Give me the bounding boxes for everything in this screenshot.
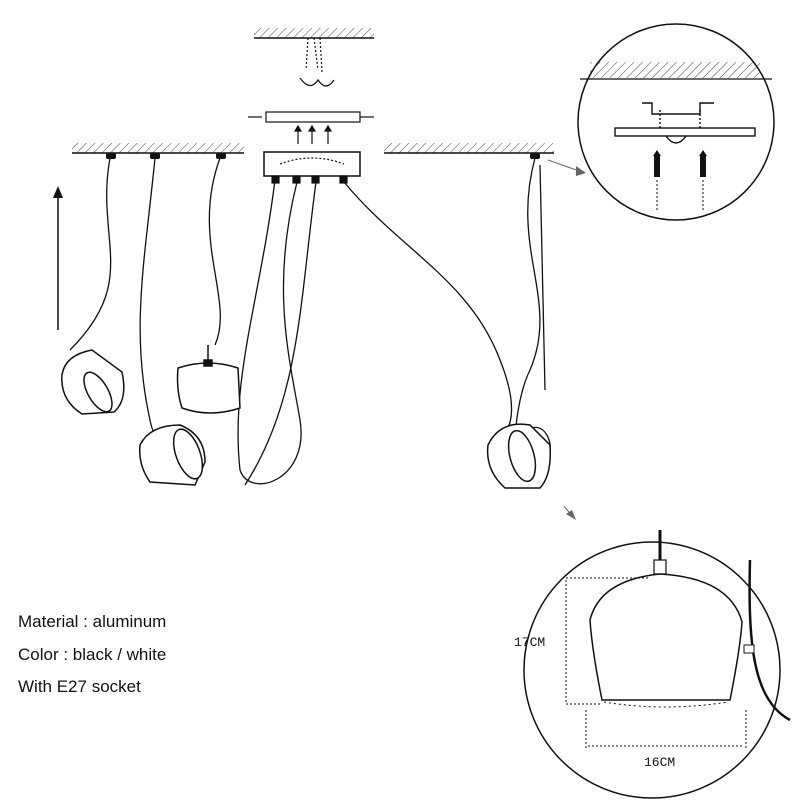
material-spec: Material : aluminum: [18, 612, 167, 631]
lamp-shade-1: [61, 349, 125, 415]
ceiling-left: [72, 143, 244, 154]
suspension-cables: [69, 157, 551, 486]
shade-detail-circle: 17CM 16CM: [514, 505, 791, 799]
lamp-shade-2: [176, 345, 241, 414]
lamp-shade-3: [138, 424, 206, 486]
height-dimension-label: 17CM: [514, 635, 545, 650]
socket-spec: With E27 socket: [18, 677, 141, 696]
width-dimension-label: 16CM: [644, 755, 675, 770]
ceiling-right: [384, 143, 554, 154]
ceiling-cups: [106, 153, 540, 159]
up-arrow-icon: [53, 186, 63, 330]
ceiling-top: [254, 28, 374, 39]
lamp-shade-4: [486, 423, 552, 489]
mounting-hardware: [248, 37, 374, 184]
mount-detail-circle: [547, 23, 775, 221]
color-spec: Color : black / white: [18, 645, 167, 664]
